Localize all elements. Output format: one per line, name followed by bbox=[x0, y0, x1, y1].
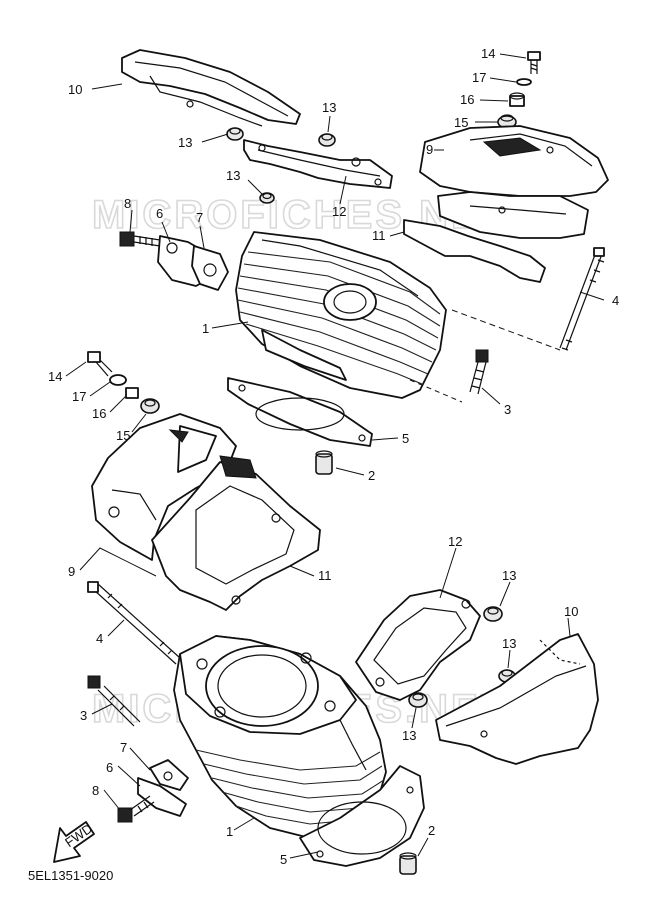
front-cylinder-gasket bbox=[299, 765, 425, 867]
forward-direction-arrow: FWD bbox=[53, 821, 95, 863]
callout-bot-washer-17: 17 bbox=[72, 389, 86, 404]
rear-grommet-c bbox=[259, 192, 275, 204]
callout-top-cover-6: 6 bbox=[156, 206, 163, 221]
front-cylinder-cover bbox=[91, 413, 237, 561]
rear-cylinder-side-cover bbox=[121, 49, 301, 127]
callout-bot-damper-15: 15 bbox=[116, 428, 130, 443]
callout-top-collar-16: 16 bbox=[460, 92, 474, 107]
callout-top-bolt-8: 8 bbox=[124, 196, 131, 211]
front-grommet-a bbox=[483, 606, 503, 622]
callout-top-damper-15: 15 bbox=[454, 115, 468, 130]
front-cover-washer bbox=[109, 374, 127, 386]
front-cover-bolt bbox=[87, 351, 113, 377]
front-cylinder-bolt bbox=[87, 675, 141, 727]
callout-bot-cover-6: 6 bbox=[106, 760, 113, 775]
callout-bot-grommet-b: 13 bbox=[502, 636, 516, 651]
callout-bot-cylinder-1: 1 bbox=[226, 824, 233, 839]
callout-bot-bracket-11: 11 bbox=[318, 568, 332, 583]
callout-top-bolt-3: 3 bbox=[504, 402, 511, 417]
front-cylinder bbox=[173, 635, 387, 839]
rear-grommet-b bbox=[318, 133, 336, 147]
callout-labels: 10 13 13 13 12 14 17 16 15 9 11 4 8 6 7 … bbox=[48, 46, 619, 867]
callout-top-grommet-a: 13 bbox=[178, 135, 192, 150]
callout-top-rocker-plate: 12 bbox=[332, 204, 346, 219]
front-side-cover bbox=[137, 777, 187, 817]
callout-top-cylinder-1: 1 bbox=[202, 321, 209, 336]
callout-top-washer-17: 17 bbox=[472, 70, 486, 85]
stud-axis-line bbox=[451, 309, 561, 351]
callout-bot-rocker-plate: 12 bbox=[448, 534, 462, 549]
front-cylinder-stud bbox=[87, 581, 181, 665]
callout-top-rear-cover: 10 bbox=[68, 82, 82, 97]
callout-top-front-cover: 9 bbox=[426, 142, 433, 157]
rear-cylinder bbox=[235, 231, 447, 399]
rear-cylinder-bracket bbox=[403, 191, 589, 283]
callout-bot-grommet-c: 13 bbox=[402, 728, 416, 743]
callout-bot-bolt-3: 3 bbox=[80, 708, 87, 723]
front-cylinder-bracket bbox=[151, 455, 321, 611]
callout-bot-dowel-2: 2 bbox=[428, 823, 435, 838]
front-cover-collar bbox=[125, 387, 139, 399]
front-cover-damper bbox=[140, 398, 160, 414]
rear-dowel-pin bbox=[315, 450, 333, 475]
callout-bot-gasket-7: 7 bbox=[120, 740, 127, 755]
leader-lines bbox=[65, 53, 605, 859]
document-code: 5EL1351-9020 bbox=[28, 868, 114, 883]
front-cylinder-cover-plate bbox=[355, 589, 481, 701]
front-dowel-pin bbox=[399, 852, 417, 875]
callout-top-gasket-5: 5 bbox=[402, 431, 409, 446]
rear-cylinder-stud bbox=[559, 247, 605, 351]
rear-side-gasket bbox=[191, 245, 229, 291]
callout-bot-stud-4: 4 bbox=[96, 631, 103, 646]
callout-bot-front-cover: 9 bbox=[68, 564, 75, 579]
callout-top-bolt-14: 14 bbox=[481, 46, 495, 61]
rear-cylinder-gasket bbox=[227, 377, 373, 447]
rear-cover-washer bbox=[516, 78, 532, 86]
callout-top-dowel-2: 2 bbox=[368, 468, 375, 483]
callout-bot-bolt-8: 8 bbox=[92, 783, 99, 798]
rear-cover-bolt bbox=[527, 51, 541, 74]
rear-cover-collar bbox=[509, 92, 525, 107]
callout-bot-rear-cover: 10 bbox=[564, 604, 578, 619]
callout-bot-bolt-14: 14 bbox=[48, 369, 62, 384]
callout-top-stud-4: 4 bbox=[612, 293, 619, 308]
front-grommet-c bbox=[408, 692, 428, 708]
callout-top-gasket-7: 7 bbox=[196, 210, 203, 225]
rear-cylinder-bolt bbox=[469, 349, 489, 395]
front-side-gasket bbox=[149, 759, 189, 791]
bolt-axis-line bbox=[409, 379, 463, 403]
callout-bot-grommet-a: 13 bbox=[502, 568, 516, 583]
rear-cylinder-front-cover bbox=[419, 125, 609, 197]
callout-top-grommet-b: 13 bbox=[322, 100, 336, 115]
rear-side-bolt bbox=[119, 231, 161, 247]
rear-grommet-a bbox=[226, 127, 244, 141]
callout-top-bracket-11: 11 bbox=[372, 228, 386, 243]
callout-top-grommet-c: 13 bbox=[226, 168, 240, 183]
front-side-bolt bbox=[117, 795, 155, 823]
callout-bot-collar-16: 16 bbox=[92, 406, 106, 421]
callout-bot-gasket-5: 5 bbox=[280, 852, 287, 867]
rear-cylinder-cover-plate bbox=[243, 139, 393, 189]
front-cylinder-side-cover bbox=[435, 633, 599, 765]
